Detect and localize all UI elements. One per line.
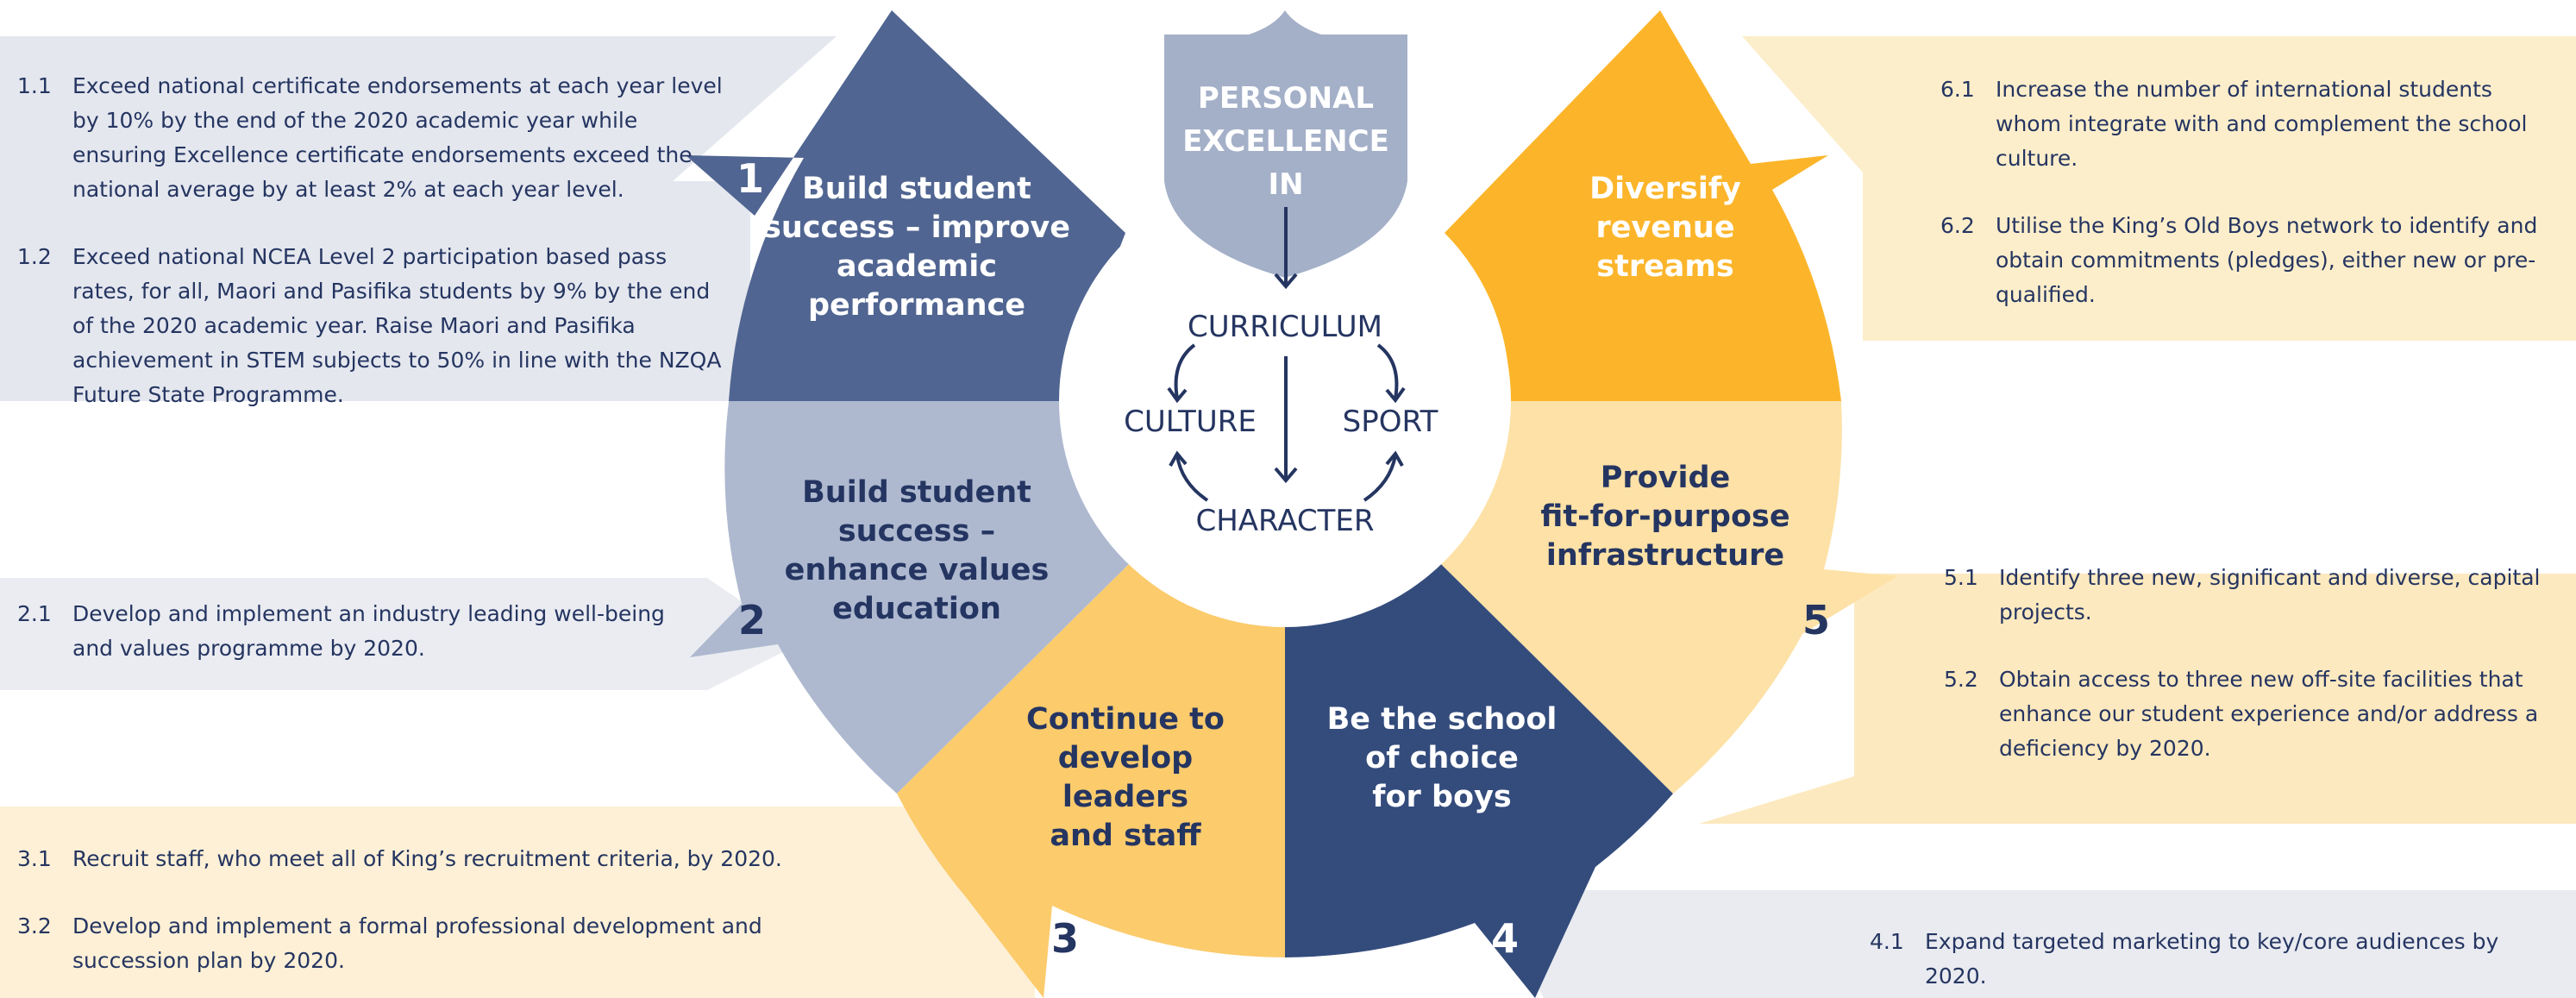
goal-item: 6.1 Increase the number of international… bbox=[1940, 72, 2544, 176]
goals-panel-6: 6.1 Increase the number of international… bbox=[1940, 72, 2544, 312]
segment-6-number: 6 bbox=[1808, 155, 1835, 202]
goal-item: 4.1 Expand targeted marketing to key/cor… bbox=[1870, 925, 2560, 994]
goal-item: 3.1 Recruit staff, who meet all of King’… bbox=[17, 842, 880, 876]
segment-2: Build student success – enhance values e… bbox=[738, 475, 1049, 643]
segment-1-number: 1 bbox=[736, 155, 764, 202]
callout-bg-1 bbox=[0, 36, 837, 401]
segment-6: Diversify revenue streams 6 bbox=[1589, 155, 1835, 284]
goal-number: 4.1 bbox=[1870, 929, 1904, 954]
goal-number: 5.2 bbox=[1944, 667, 1978, 692]
segment-1: Build student success – improve academic… bbox=[736, 155, 1070, 323]
segment-5-line-2: fit-for-purpose bbox=[1540, 499, 1789, 534]
center-curriculum: CURRICULUM bbox=[1188, 310, 1382, 344]
center-character: CHARACTER bbox=[1195, 504, 1374, 538]
segment-4-shape bbox=[1285, 562, 1673, 998]
goal-text: Identify three new, significant and dive… bbox=[1999, 565, 2541, 625]
goal-item: 1.2 Exceed national NCEA Level 2 partici… bbox=[17, 240, 724, 412]
segment-1-line-4: performance bbox=[808, 288, 1025, 323]
goal-number: 6.2 bbox=[1940, 213, 1975, 238]
center-culture: CULTURE bbox=[1124, 405, 1257, 439]
segment-3-line-1: Continue to bbox=[1026, 702, 1225, 737]
goal-number: 3.2 bbox=[17, 913, 52, 938]
goal-text: Obtain access to three new off-site faci… bbox=[1999, 667, 2539, 761]
center-arrows bbox=[1167, 207, 1406, 502]
goals-panel-1: 1.1 Exceed national certificate endorsem… bbox=[17, 69, 724, 412]
segment-3: Continue to develop leaders and staff 3 bbox=[1026, 702, 1225, 962]
segment-1-line-1: Build student bbox=[802, 172, 1031, 206]
shield-line-3: IN bbox=[1268, 167, 1303, 202]
segment-4-number: 4 bbox=[1491, 915, 1519, 962]
goal-number: 5.1 bbox=[1944, 565, 1978, 590]
segment-2-number: 2 bbox=[738, 597, 766, 643]
goal-item: 3.2 Develop and implement a formal profe… bbox=[17, 909, 880, 978]
callout-bg-5 bbox=[1699, 574, 2576, 824]
segment-2-line-2: success – bbox=[838, 514, 995, 549]
goals-panel-3: 3.1 Recruit staff, who meet all of King’… bbox=[17, 842, 880, 978]
segment-5-line-1: Provide bbox=[1601, 461, 1731, 495]
goal-item: 6.2 Utilise the King’s Old Boys network … bbox=[1940, 209, 2544, 312]
goal-text: Expand targeted marketing to key/core au… bbox=[1925, 929, 2499, 989]
segment-4-line-2: of choice bbox=[1365, 741, 1519, 775]
shield-icon bbox=[1164, 10, 1407, 278]
goal-item: 2.1 Develop and implement an industry le… bbox=[17, 597, 673, 666]
shield-line-2: EXCELLENCE bbox=[1182, 124, 1389, 159]
goal-text: Exceed national NCEA Level 2 participati… bbox=[72, 244, 722, 407]
segment-3-shape bbox=[897, 562, 1285, 998]
segment-2-shape bbox=[690, 401, 1131, 794]
shield-line-1: PERSONAL bbox=[1198, 81, 1374, 116]
callout-bg-3 bbox=[0, 807, 1035, 998]
segment-3-line-3: leaders bbox=[1062, 780, 1188, 814]
segment-4-line-1: Be the school bbox=[1327, 702, 1558, 737]
goal-item: 1.1 Exceed national certificate endorsem… bbox=[17, 69, 724, 207]
goal-text: Utilise the King’s Old Boys network to i… bbox=[1996, 213, 2538, 307]
segment-5-number: 5 bbox=[1802, 597, 1830, 643]
segment-6-line-1: Diversify bbox=[1589, 172, 1741, 206]
segment-4: Be the school of choice for boys 4 bbox=[1327, 702, 1558, 962]
segment-4-line-3: for boys bbox=[1372, 780, 1511, 814]
segment-5-shape bbox=[1439, 401, 1897, 794]
segment-3-line-2: develop bbox=[1058, 741, 1193, 775]
segment-6-shape bbox=[1445, 10, 1841, 401]
goal-number: 6.1 bbox=[1940, 77, 1975, 102]
goal-text: Develop and implement an industry leadin… bbox=[72, 601, 665, 661]
segment-5: Provide fit-for-purpose infrastructure 5 bbox=[1540, 461, 1830, 643]
goals-panel-2: 2.1 Develop and implement an industry le… bbox=[17, 597, 673, 666]
goal-text: Exceed national certificate endorsements… bbox=[72, 73, 723, 202]
segment-1-shape bbox=[686, 10, 1125, 401]
segment-3-line-4: and staff bbox=[1050, 819, 1201, 853]
goal-number: 1.2 bbox=[17, 244, 52, 269]
goal-text: Increase the number of international stu… bbox=[1996, 77, 2528, 171]
center-sport: SPORT bbox=[1343, 405, 1438, 439]
callout-bg-4 bbox=[1518, 890, 2576, 998]
goals-panel-5: 5.1 Identify three new, significant and … bbox=[1944, 561, 2548, 766]
goal-item: 5.2 Obtain access to three new off-site … bbox=[1944, 662, 2548, 766]
segment-6-line-2: revenue bbox=[1595, 210, 1734, 245]
goal-number: 2.1 bbox=[17, 601, 52, 626]
goal-text: Recruit staff, who meet all of King’s re… bbox=[72, 846, 782, 871]
segment-2-line-4: education bbox=[832, 592, 1001, 626]
goal-item: 5.1 Identify three new, significant and … bbox=[1944, 561, 2548, 630]
segment-3-number: 3 bbox=[1051, 915, 1079, 962]
goal-number: 3.1 bbox=[17, 846, 52, 871]
segment-2-line-3: enhance values bbox=[785, 553, 1050, 587]
segment-1-line-3: academic bbox=[837, 249, 997, 284]
goal-number: 1.1 bbox=[17, 73, 52, 98]
goals-panel-4: 4.1 Expand targeted marketing to key/cor… bbox=[1870, 925, 2560, 994]
goal-text: Develop and implement a formal professio… bbox=[72, 913, 762, 973]
segment-2-line-1: Build student bbox=[802, 475, 1031, 510]
callout-bg-6 bbox=[1742, 36, 2576, 341]
callout-bg-2 bbox=[0, 578, 802, 690]
segment-1-line-2: success – improve bbox=[763, 210, 1070, 245]
segment-6-line-3: streams bbox=[1596, 249, 1733, 284]
segment-5-line-3: infrastructure bbox=[1546, 538, 1784, 573]
